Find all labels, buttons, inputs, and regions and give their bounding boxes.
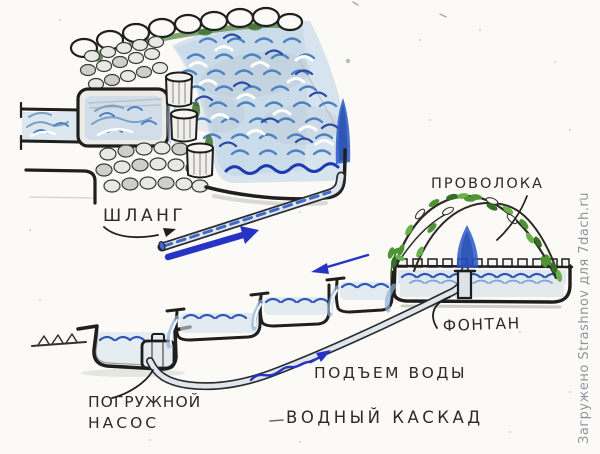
label-pump-line2: НАСОС (88, 414, 159, 432)
hose-pointer (103, 226, 176, 239)
pond-waves-white (188, 45, 334, 146)
label-wire: ПРОВОЛОКА (431, 176, 544, 192)
wire-pointer (496, 195, 528, 241)
fountain-nozzle (453, 269, 477, 300)
water-spill (384, 283, 397, 313)
fountain-jet (456, 225, 479, 268)
pond-fountain-jet (335, 98, 351, 164)
reservoir-basin (76, 324, 192, 377)
ground-grass (31, 333, 87, 347)
pot (186, 142, 214, 179)
fountain-pointer (432, 296, 451, 329)
pond-deep-wave-line (224, 162, 340, 175)
wire-leaves (387, 193, 563, 282)
pot (165, 71, 193, 108)
garden-hose (157, 171, 346, 252)
pot (170, 108, 198, 143)
labels-layer: ШЛАНГ ПРОВОЛОКА ФОНТАН ПОДЪЕМ ВОДЫ ПОГРУ… (88, 176, 592, 444)
label-hose: ШЛАНГ (103, 206, 186, 226)
label-water-rise: ПОДЪЕМ ВОДЫ (314, 364, 467, 382)
cascade-step-2 (249, 283, 331, 331)
paper-specks (29, 1, 581, 443)
cascade-step-1 (165, 298, 262, 349)
pump-pointer (111, 369, 154, 399)
diagram-title: ВОДНЫЙ КАСКАД (286, 408, 484, 427)
pond-waves-navy (194, 33, 340, 148)
finished-cascade-view (19, 6, 351, 261)
lower-step-ledge (24, 168, 97, 205)
title-dash (269, 419, 284, 422)
construction-scheme (31, 193, 574, 422)
flow-arrow-up-large (164, 226, 259, 261)
flow-arrow-down (311, 253, 370, 274)
flow-arrow-wavy (249, 350, 331, 382)
watermark-text: Загружено Strashnov для 7dach.ru (577, 192, 592, 444)
upper-basin (76, 87, 170, 148)
label-fountain: ФОНТАН (443, 314, 522, 335)
green-speck (345, 58, 351, 64)
hose-cut-end (158, 241, 166, 251)
cascade-step-3 (325, 270, 394, 317)
label-pump-line1: ПОГРУЖНОЙ (88, 392, 201, 411)
water-spill (166, 315, 180, 349)
side-channel (19, 101, 81, 151)
pebbles-upper (79, 35, 169, 91)
supply-hose (146, 266, 469, 391)
